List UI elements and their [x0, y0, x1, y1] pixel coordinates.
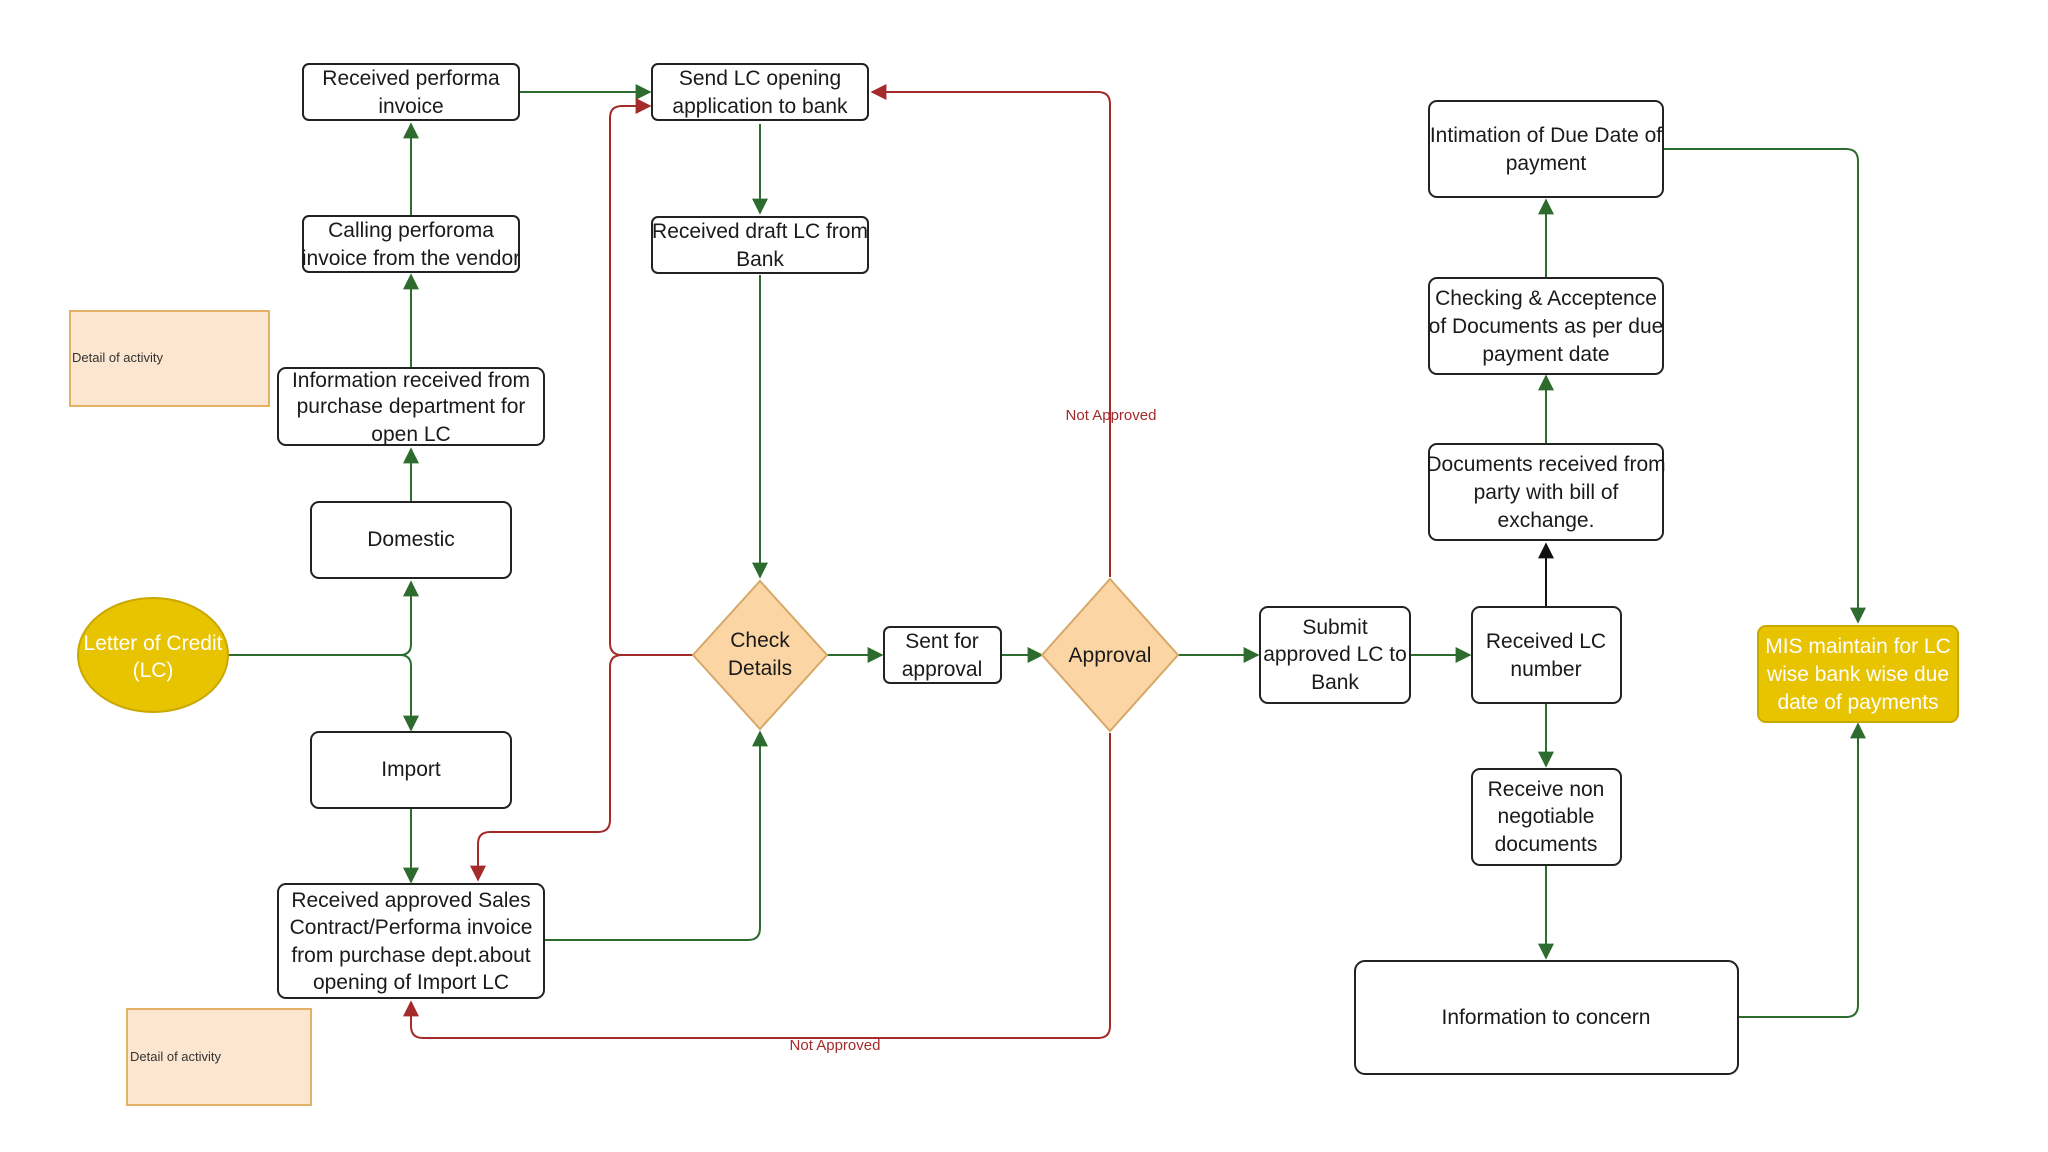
edge-start-to-domestic	[228, 580, 419, 656]
svg-text:of Documents as per due: of Documents as per due	[1429, 315, 1664, 338]
svg-text:Submit: Submit	[1302, 616, 1368, 639]
svg-text:Send LC opening: Send LC opening	[679, 67, 841, 90]
node-info-purchase: Information received from purchase depar…	[277, 367, 545, 446]
svg-text:negotiable: negotiable	[1498, 805, 1595, 828]
node-received-lc-number: Received LC number	[1471, 606, 1622, 704]
svg-text:opening of Import LC: opening of Import LC	[313, 971, 509, 994]
edge-intimation-to-mis	[1663, 148, 1866, 624]
node-submit-lc: Submit approved LC to Bank	[1259, 606, 1411, 704]
edge-start-to-import	[399, 654, 419, 732]
svg-text:Detail of activity: Detail of activity	[72, 350, 164, 365]
svg-text:Approval: Approval	[1069, 644, 1152, 667]
svg-text:Bank: Bank	[736, 248, 784, 271]
edge-info-concern-to-mis	[1738, 722, 1866, 1018]
svg-text:approval: approval	[902, 658, 983, 681]
svg-text:number: number	[1510, 658, 1581, 681]
svg-text:from purchase dept.about: from purchase dept.about	[291, 944, 530, 967]
svg-text:Contract/Performa invoice: Contract/Performa invoice	[290, 916, 533, 939]
svg-text:exchange.: exchange.	[1498, 509, 1595, 532]
node-documents-received: Documents received from party with bill …	[1426, 443, 1666, 541]
svg-text:Intimation of Due Date of: Intimation of Due Date of	[1430, 124, 1662, 147]
svg-text:Documents received from: Documents received from	[1426, 453, 1665, 476]
svg-text:Information received from: Information received from	[292, 369, 530, 392]
svg-text:Received approved Sales: Received approved Sales	[291, 889, 530, 912]
node-line: Letter of Credit	[84, 632, 223, 655]
svg-text:Received LC: Received LC	[1486, 630, 1606, 653]
node-mis-maintain: MIS maintain for LC wise bank wise due d…	[1757, 625, 1959, 723]
svg-text:Bank: Bank	[1311, 671, 1359, 694]
detail-note-bottom: Detail of activity	[126, 1008, 312, 1106]
node-information-to-concern: Information to concern	[1354, 960, 1739, 1075]
svg-text:Information to concern: Information to concern	[1442, 1006, 1651, 1029]
not-approved-label-top: Not Approved	[1066, 407, 1157, 424]
svg-text:Domestic: Domestic	[367, 528, 455, 551]
node-domestic: Domestic	[310, 501, 512, 579]
svg-text:Calling perforoma: Calling perforoma	[328, 219, 494, 242]
svg-text:MIS maintain for LC: MIS maintain for LC	[1765, 635, 1951, 658]
svg-text:invoice: invoice	[378, 95, 443, 118]
node-send-lc-application: Send LC opening application to bank	[651, 63, 869, 121]
node-sent-for-approval: Sent for approval	[883, 626, 1002, 684]
node-received-sales-contract: Received approved Sales Contract/Perform…	[277, 883, 545, 999]
node-import: Import	[310, 731, 512, 809]
svg-text:date of payments: date of payments	[1777, 691, 1938, 714]
svg-text:Checking & Acceptence: Checking & Acceptence	[1435, 287, 1657, 310]
svg-text:Import: Import	[381, 758, 441, 781]
svg-text:Received draft LC from: Received draft LC from	[652, 220, 868, 243]
start-letter-of-credit: Letter of Credit (LC)	[77, 597, 229, 713]
svg-text:purchase department for: purchase department for	[297, 395, 526, 418]
edge-check-to-send-lc	[609, 98, 695, 656]
node-calling-proforma: Calling perforoma invoice from the vendo…	[302, 215, 520, 273]
svg-text:application to bank: application to bank	[672, 95, 848, 118]
edge-check-to-sales-contract	[470, 654, 623, 882]
edge-approval-not-approved-top	[870, 84, 1111, 577]
edge-approval-not-approved-bottom	[403, 733, 1111, 1039]
svg-text:invoice from the vendor: invoice from the vendor	[302, 247, 520, 270]
svg-text:open LC: open LC	[371, 423, 450, 446]
node-checking-acceptance: Checking & Acceptence of Documents as pe…	[1428, 277, 1664, 375]
svg-text:wise bank wise due: wise bank wise due	[1766, 663, 1949, 686]
svg-text:Detail of activity: Detail of activity	[130, 1049, 222, 1064]
decision-approval: Approval	[1040, 577, 1180, 733]
svg-text:approved LC to: approved LC to	[1263, 643, 1407, 666]
not-approved-label-bottom: Not Approved	[790, 1037, 881, 1054]
node-intimation-due-date: Intimation of Due Date of payment	[1428, 100, 1664, 198]
svg-text:Check: Check	[730, 629, 790, 652]
node-receive-non-negotiable: Receive non negotiable documents	[1471, 768, 1622, 866]
svg-text:Receive non: Receive non	[1488, 778, 1605, 801]
svg-text:payment: payment	[1506, 152, 1587, 175]
node-line: (LC)	[133, 659, 174, 682]
svg-text:payment date: payment date	[1482, 343, 1609, 366]
decision-check-details: Check Details	[691, 579, 829, 731]
svg-text:documents: documents	[1495, 833, 1598, 856]
node-received-proforma: Received performa invoice	[302, 63, 520, 121]
edge-sales-contract-to-check	[544, 730, 768, 941]
node-received-draft-lc: Received draft LC from Bank	[651, 216, 869, 274]
svg-text:Sent for: Sent for	[905, 630, 979, 653]
svg-text:Details: Details	[728, 657, 792, 680]
svg-text:party with bill of: party with bill of	[1474, 481, 1619, 504]
svg-text:Received performa: Received performa	[322, 67, 500, 90]
detail-note-top: Detail of activity	[69, 310, 270, 407]
